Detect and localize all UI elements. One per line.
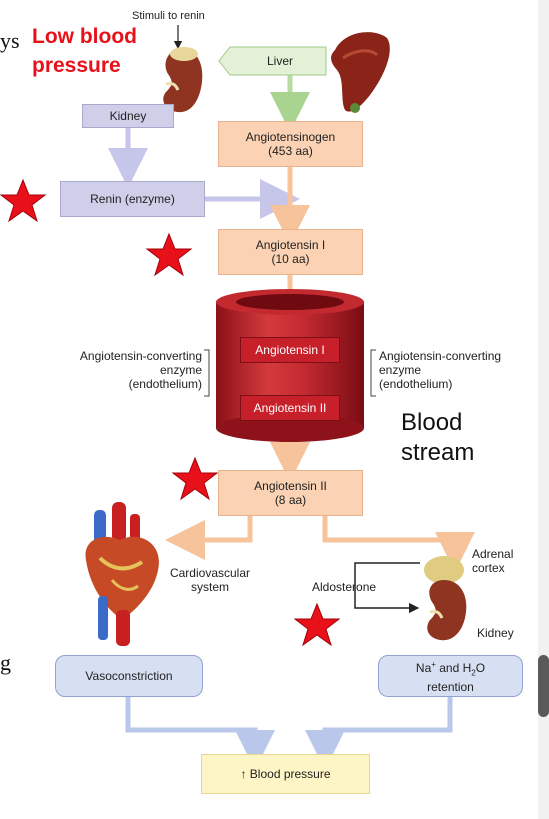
kidney-icon bbox=[163, 47, 203, 113]
kidney-box: Kidney bbox=[82, 104, 174, 128]
renin-box: Renin (enzyme) bbox=[60, 181, 205, 217]
star-icon bbox=[172, 456, 218, 501]
star-icon bbox=[0, 178, 46, 223]
stimuli-label: Stimuli to renin bbox=[132, 10, 205, 22]
adrenal-kidney-icon bbox=[424, 556, 467, 641]
liver-label-shape bbox=[218, 46, 327, 76]
low-blood-pressure-annotation: Low blood pressure bbox=[32, 25, 137, 77]
liver-label: Liver bbox=[266, 54, 293, 68]
angiotensin-1-box: Angiotensin I (10 aa) bbox=[218, 229, 363, 275]
ace-label-right: Angiotensin-converting enzyme (endotheli… bbox=[379, 349, 502, 391]
kidney-bottom-label: Kidney bbox=[477, 626, 514, 640]
scrollbar-thumb[interactable] bbox=[538, 655, 549, 717]
angiotensin-2-inner-label: Angiotensin II bbox=[240, 395, 340, 421]
aldosterone-label: Aldosterone bbox=[312, 580, 377, 594]
star-icon bbox=[146, 232, 192, 277]
na-text: Na bbox=[415, 660, 432, 675]
adrenal-cortex-label: Adrenal cortex bbox=[472, 547, 514, 575]
ace-label-left: Angiotensin-converting enzyme (endotheli… bbox=[79, 349, 202, 391]
cardiovascular-system-label: Cardiovascular system bbox=[169, 566, 251, 594]
vasoconstriction-box: Vasoconstriction bbox=[55, 655, 203, 697]
na-h2o-retention-box: Na+ and H2O retention bbox=[378, 655, 523, 697]
heart-icon bbox=[85, 502, 159, 646]
cut-off-text-bottom: g bbox=[0, 650, 11, 675]
retention-text: retention bbox=[427, 680, 474, 695]
star-icon bbox=[294, 602, 340, 647]
and-h-text: and H bbox=[435, 660, 472, 675]
na-charge: + bbox=[431, 659, 436, 669]
o-text: O bbox=[475, 660, 486, 675]
scrollbar-track[interactable] bbox=[538, 0, 549, 819]
blood-stream-annotation: Blood stream bbox=[401, 409, 475, 466]
h2o-subscript: 2 bbox=[471, 668, 476, 678]
angiotensin-2-box: Angiotensin II (8 aa) bbox=[218, 470, 363, 516]
blood-pressure-box: ↑ Blood pressure bbox=[201, 754, 370, 794]
cut-off-text-top: ys bbox=[0, 28, 20, 53]
liver-icon bbox=[331, 32, 390, 113]
angiotensinogen-box: Angiotensinogen (453 aa) bbox=[218, 121, 363, 167]
angiotensin-1-inner-label: Angiotensin I bbox=[240, 337, 340, 363]
na-h2o-line: Na+ and H2O bbox=[416, 658, 485, 680]
